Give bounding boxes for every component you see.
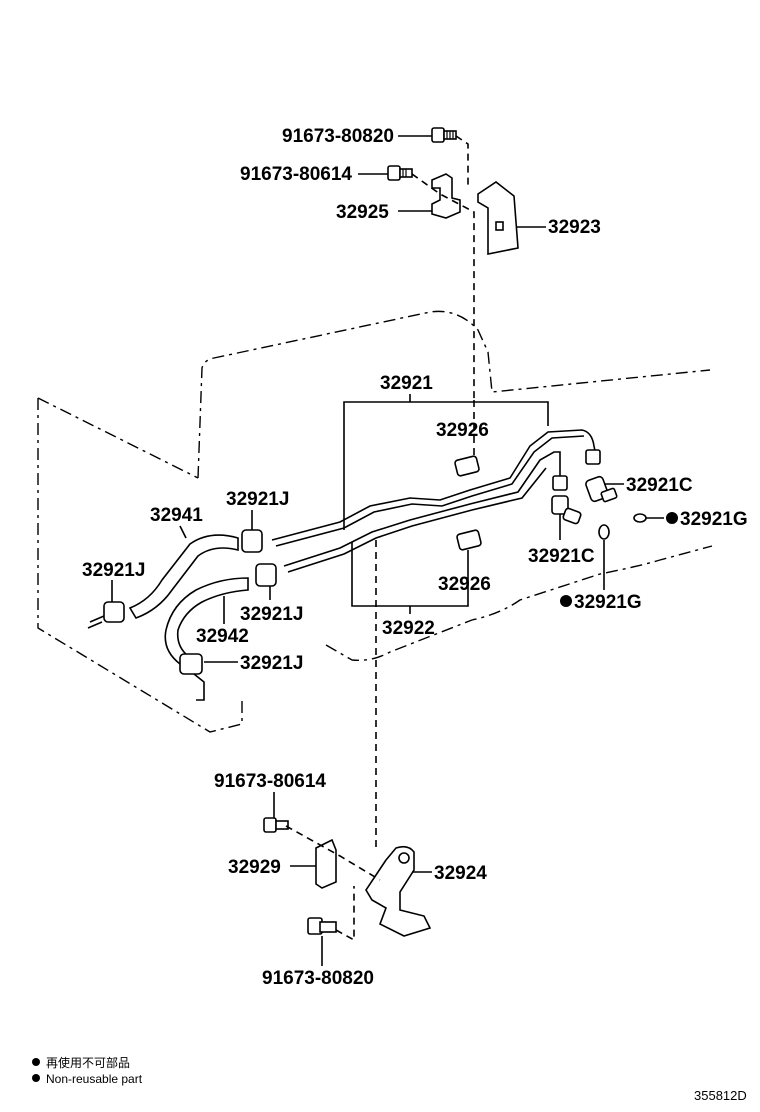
legend-dot-icon [32, 1074, 40, 1082]
label-bolt-top-2: 91673-80614 [240, 164, 352, 185]
hose-clip-icon [179, 653, 203, 675]
union-icon [585, 475, 618, 503]
label-bracket-bottom: 32924 [434, 863, 487, 884]
label-grommet-upper: 32926 [436, 420, 489, 441]
hoses [87, 529, 277, 701]
clamp-icon [315, 838, 337, 889]
bracket-icon [365, 845, 432, 937]
hose-clip-icon [255, 563, 277, 587]
legend: 再使用不可部品 Non-reusable part [32, 1055, 143, 1086]
gasket-icon [633, 513, 647, 523]
bolt-icon [307, 917, 337, 935]
grommet-icon [454, 455, 480, 477]
top-bracket-assembly [387, 127, 519, 470]
flare-nut-icon [552, 475, 568, 491]
non-reusable-dot [666, 512, 678, 524]
label-gasket-g-lower: 32921G [574, 592, 642, 613]
label-clamp-bottom: 32929 [228, 857, 281, 878]
label-union-c-lower: 32921C [528, 546, 595, 567]
bolt-icon [387, 165, 413, 181]
legend-dot-icon [32, 1058, 40, 1066]
label-union-c-upper: 32921C [626, 475, 693, 496]
legend-text-cn: 再使用不可部品 [46, 1055, 130, 1070]
label-bolt-bottom-2: 91673-80820 [262, 968, 374, 989]
brake-tubes [271, 394, 601, 850]
label-clip-a: 32921J [226, 489, 289, 510]
hose-icon [164, 577, 249, 666]
reference-code: 355812D [694, 1088, 747, 1103]
flare-nut-icon [585, 449, 601, 465]
label-bracket-top: 32923 [548, 217, 601, 238]
grommet-icon [456, 529, 482, 551]
label-tube-lower-set: 32922 [382, 618, 435, 639]
housing-outline [37, 310, 713, 733]
leader-lines [111, 135, 664, 966]
union-icon [551, 495, 582, 525]
label-clamp-top: 32925 [336, 202, 389, 223]
hose-icon [128, 534, 239, 619]
bracket-icon [477, 181, 519, 255]
bolt-icon [431, 127, 457, 143]
label-bolt-top-1: 91673-80820 [282, 126, 394, 147]
bolt-icon [263, 817, 289, 833]
label-hose-lower: 32942 [196, 626, 249, 647]
label-clip-d: 32921J [240, 653, 303, 674]
hose-clip-icon [103, 601, 125, 623]
label-bolt-bottom-1: 91673-80614 [214, 771, 326, 792]
clamp-icon [431, 173, 461, 219]
non-reusable-dot [560, 595, 572, 607]
hose-clip-icon [241, 529, 263, 553]
label-clip-c: 32921J [240, 604, 303, 625]
gasket-icon [598, 524, 610, 540]
legend-text-en: Non-reusable part [46, 1072, 143, 1086]
label-hose-left: 32941 [150, 505, 203, 526]
bottom-bracket-assembly [263, 817, 432, 942]
label-clip-b: 32921J [82, 560, 145, 581]
label-tube-upper-set: 32921 [380, 373, 433, 394]
label-gasket-g-upper: 32921G [680, 509, 748, 530]
label-grommet-lower: 32926 [438, 574, 491, 595]
